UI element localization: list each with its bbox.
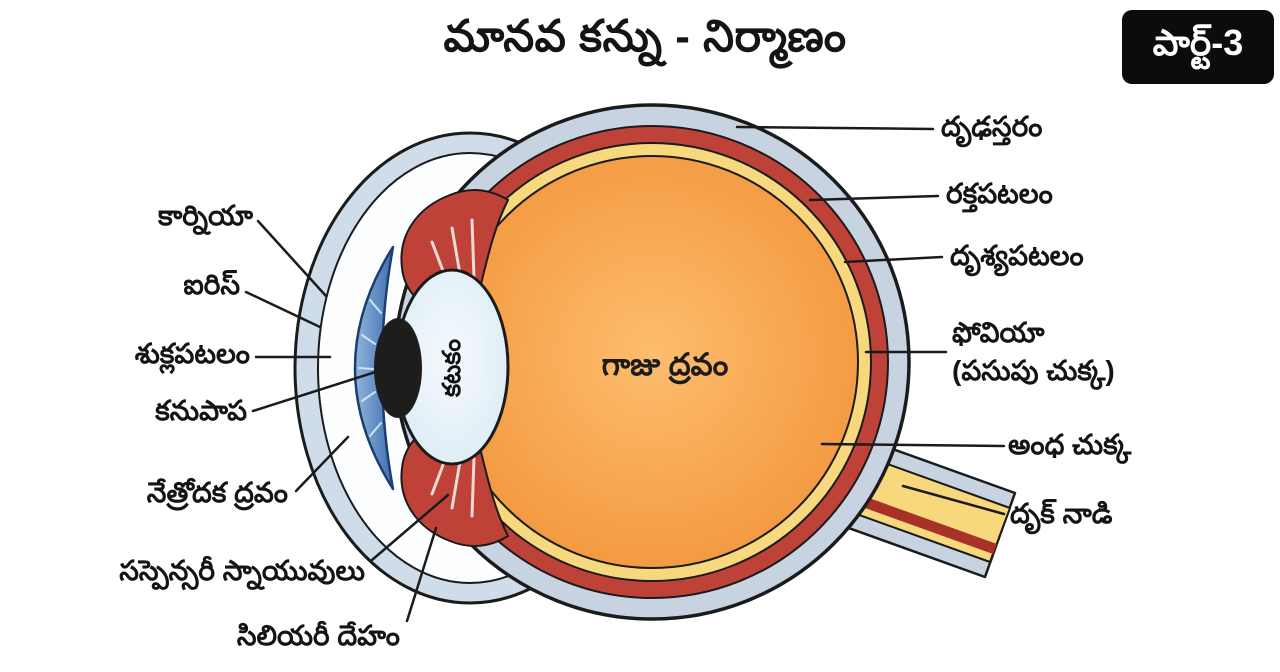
label-suspensory-ligaments: సస్పెన్సరీ స్నాయువులు (119, 555, 365, 586)
label-fovea-line2: (పసుపు చుక్క) (952, 354, 1115, 386)
leader-retina (843, 255, 944, 264)
label-vitreous-humor: గాజు ద్రవం (601, 347, 729, 382)
label-choroid: రక్తపటలం (946, 178, 1053, 209)
leader-lines (244, 125, 1006, 623)
label-sclera: శుక్లపటలం (134, 338, 250, 369)
label-blind-spot: అంధ చుక్క (1008, 429, 1132, 460)
leader-tough-layer (735, 125, 935, 131)
leader-pupil (251, 366, 390, 413)
leader-optic-nerve (901, 484, 1006, 516)
leader-ciliary (405, 526, 438, 623)
label-aqueous-humor: నేత్రోదక ద్రవం (146, 477, 288, 508)
label-pupil: కనుపాప (155, 395, 247, 426)
leader-aqueous (294, 435, 350, 493)
label-retina: దృశ్యపటలం (950, 240, 1084, 271)
label-fovea-line1: ఫోవియా (952, 317, 1045, 348)
leader-choroid (808, 194, 940, 202)
label-cornea: కార్నియా (157, 200, 253, 231)
pupil-shape (374, 318, 422, 418)
leader-cornea (256, 219, 328, 298)
iris-streaks (358, 299, 382, 437)
label-ciliary-body: సిలియరీ దేహం (236, 620, 400, 651)
leader-blind-spot (820, 442, 1006, 448)
label-tough-layer: దృఢస్తరం (941, 111, 1043, 142)
part-badge: పార్ట్-3 (1122, 10, 1274, 84)
label-lens: కటకం (438, 338, 466, 398)
page-title: మానవ కన్ను - నిర్మాణం (443, 12, 847, 61)
label-optic-nerve: దృక్ నాడి (1010, 498, 1113, 529)
leader-suspensory (370, 493, 450, 562)
label-iris: ఐరిస్ (183, 269, 240, 300)
label-fovea: ఫోవియా (పసుపు చుక్క) (952, 314, 1115, 390)
leader-iris (244, 290, 322, 329)
